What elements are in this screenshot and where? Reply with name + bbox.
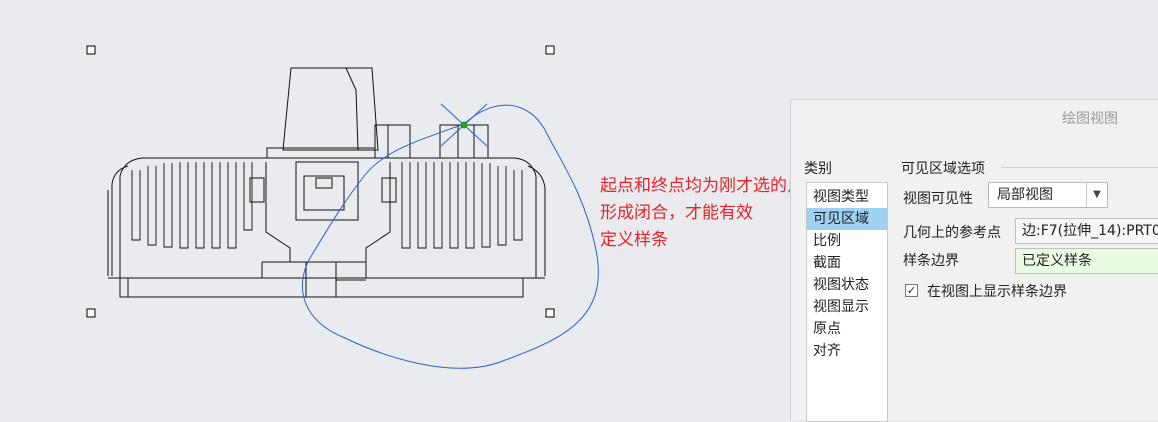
ref-point-label: 几何上的参考点 [903, 225, 1001, 241]
annotation-line-3: 定义样条 [600, 230, 668, 250]
show-spline-checkbox-label: 在视图上显示样条边界 [927, 284, 1067, 300]
drawing-canvas[interactable] [0, 0, 1158, 408]
annotation-line-1: 起点和终点均为刚才选的点 [600, 176, 804, 196]
annotation-note: 起点和终点均为刚才选的点 形成闭合，才能有效 定义样条 [600, 173, 850, 254]
category-alignment[interactable]: 对齐 [813, 343, 841, 359]
handle-top-right[interactable] [545, 45, 555, 55]
chevron-down-icon[interactable]: ▼ [1086, 183, 1107, 207]
spline-boundary[interactable] [302, 104, 599, 369]
category-view-state[interactable]: 视图状态 [813, 277, 869, 293]
category-scale[interactable]: 比例 [813, 233, 841, 249]
category-origin[interactable]: 原点 [813, 321, 841, 337]
part-drawing [107, 67, 546, 298]
drawing-view-dialog: 绘图视图 类别 视图类型 可见区域 比例 截面 视图状态 视图显示 原点 对齐 … [790, 99, 1158, 422]
annotation-line-2: 形成闭合，才能有效 [600, 203, 753, 223]
spline-boundary-label: 样条边界 [903, 253, 959, 269]
handle-bottom-left[interactable] [86, 308, 96, 318]
spline-start-point[interactable] [460, 121, 468, 129]
show-spline-checkbox[interactable]: ✓ [905, 284, 918, 297]
visibility-value: 局部视图 [997, 187, 1053, 203]
spline-boundary-field[interactable]: 已定义样条 [1015, 248, 1158, 274]
handle-bottom-right[interactable] [545, 308, 555, 318]
visibility-select[interactable]: 局部视图 ▼ [988, 182, 1108, 208]
dialog-title: 绘图视图 [1062, 111, 1118, 127]
visibility-label: 视图可见性 [903, 191, 973, 207]
category-label: 类别 [804, 161, 832, 177]
category-list: 视图类型 可见区域 比例 截面 视图状态 视图显示 原点 对齐 [806, 182, 888, 422]
category-view-display[interactable]: 视图显示 [813, 299, 869, 315]
category-view-type[interactable]: 视图类型 [813, 189, 869, 205]
handle-top-left[interactable] [86, 45, 96, 55]
section-title: 可见区域选项 [901, 161, 985, 177]
category-visible-area[interactable]: 可见区域 [807, 208, 887, 230]
category-section[interactable]: 截面 [813, 255, 841, 271]
section-divider [1001, 167, 1158, 168]
ref-point-field[interactable]: 边:F7(拉伸_14):PRT0 [1015, 218, 1158, 244]
selection-handles[interactable] [86, 45, 555, 318]
